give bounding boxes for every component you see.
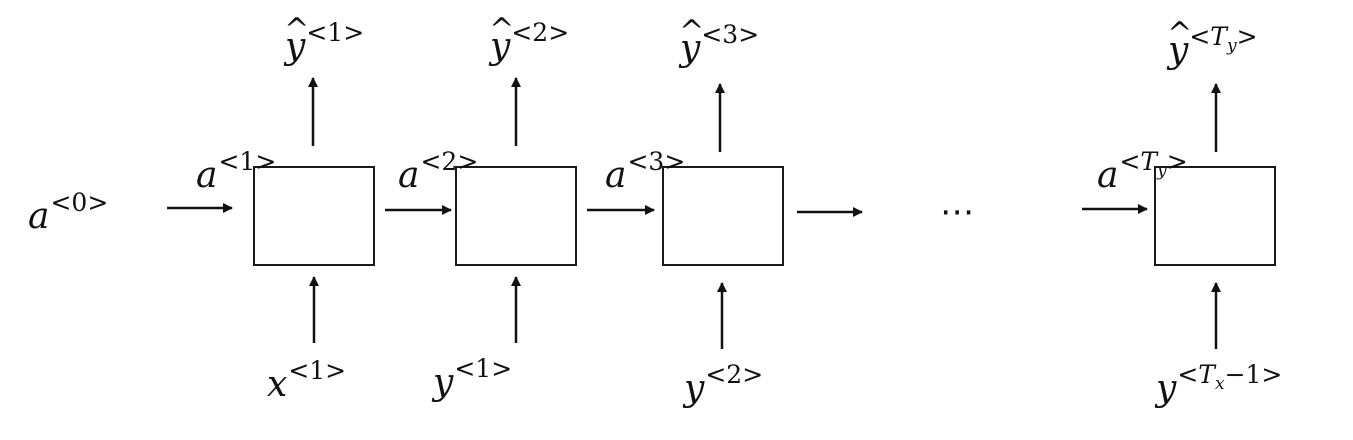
input-label-T: y<Tx−1> [1156,360,1283,409]
input-label-1: x<1> [267,356,347,405]
hat-mark: ^ [679,14,705,49]
input-label-3: y<2> [684,360,764,409]
hat-mark: ^ [284,12,310,47]
output-label-2: ^y<2> [489,12,570,67]
initial-activation-label: a<0> [28,188,109,237]
input-label-2: y<1> [433,354,513,403]
output-label-T: ^y<Ty> [1167,16,1258,71]
hat-mark: ^ [1167,16,1193,51]
output-label-3: ^y<3> [679,14,760,69]
ellipsis: ⋯ [940,192,977,232]
rnn-cell-3: a<3> [605,149,784,266]
rnn-cell-1: a<1> [196,149,375,266]
hat-mark: ^ [489,12,515,47]
output-label-1: ^y<1> [284,12,365,67]
rnn-cell-T: a<Ty> [1097,149,1276,266]
rnn-cell-2: a<2> [398,149,577,266]
